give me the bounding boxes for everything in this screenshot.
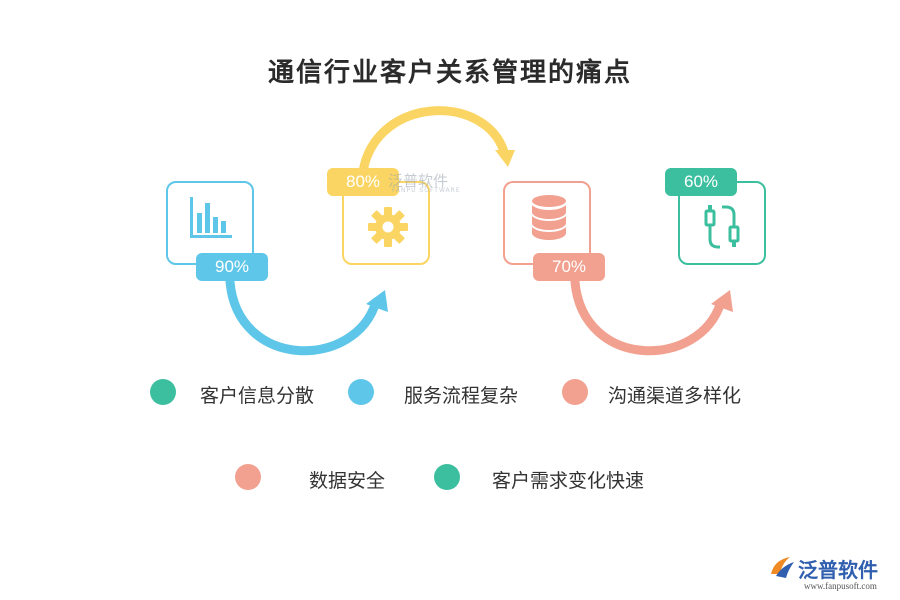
legend-dot bbox=[562, 379, 588, 405]
arrow-salmon-head bbox=[711, 290, 733, 312]
legend-item-customer-demand: 客户需求变化快速 bbox=[434, 464, 674, 494]
page-title: 通信行业客户关系管理的痛点 bbox=[267, 58, 632, 88]
database-icon bbox=[532, 195, 566, 240]
legend-item-communication-channels: 沟通渠道多样化 bbox=[562, 379, 772, 409]
arrow-yellow bbox=[357, 106, 510, 185]
legend-dot bbox=[235, 464, 261, 490]
usb-cable-icon bbox=[704, 205, 740, 249]
legend-item-service-process: 服务流程复杂 bbox=[348, 379, 548, 409]
legend-label: 沟通渠道多样化 bbox=[608, 385, 742, 407]
legend-dot bbox=[348, 379, 374, 405]
arrow-salmon bbox=[570, 277, 726, 356]
badge-card-1: 90% bbox=[196, 253, 268, 281]
legend-label: 客户需求变化快速 bbox=[492, 470, 645, 492]
legend-item-data-security: 数据安全 bbox=[235, 464, 405, 494]
brand-name: 泛普软件 bbox=[798, 558, 878, 582]
legend-label: 服务流程复杂 bbox=[404, 385, 519, 407]
arrow-blue-head bbox=[366, 290, 388, 312]
brand-logo: 泛普软件 www.fanpusoft.com bbox=[768, 552, 893, 596]
badge-card-4: 60% bbox=[665, 168, 737, 196]
watermark: 泛普软件 FANPU SOFTWARE bbox=[370, 170, 460, 194]
badge-card-3: 70% bbox=[533, 253, 605, 281]
bar-chart-icon bbox=[190, 197, 232, 238]
badge-card-2: 80% bbox=[327, 168, 399, 196]
fanpu-logo-icon bbox=[771, 557, 794, 578]
legend-label: 数据安全 bbox=[309, 470, 386, 492]
legend-label: 客户信息分散 bbox=[200, 385, 315, 407]
arrow-blue bbox=[225, 277, 381, 356]
watermark-subtext: FANPU SOFTWARE bbox=[392, 187, 461, 194]
gear-icon bbox=[368, 207, 408, 247]
legend-dot bbox=[150, 379, 176, 405]
legend-item-customer-info: 客户信息分散 bbox=[150, 379, 340, 409]
card-communication-channels bbox=[503, 181, 591, 265]
brand-url: www.fanpusoft.com bbox=[804, 581, 877, 591]
watermark-text: 泛普软件 bbox=[388, 172, 449, 190]
legend-dot bbox=[434, 464, 460, 490]
arrow-yellow-head bbox=[495, 150, 515, 167]
